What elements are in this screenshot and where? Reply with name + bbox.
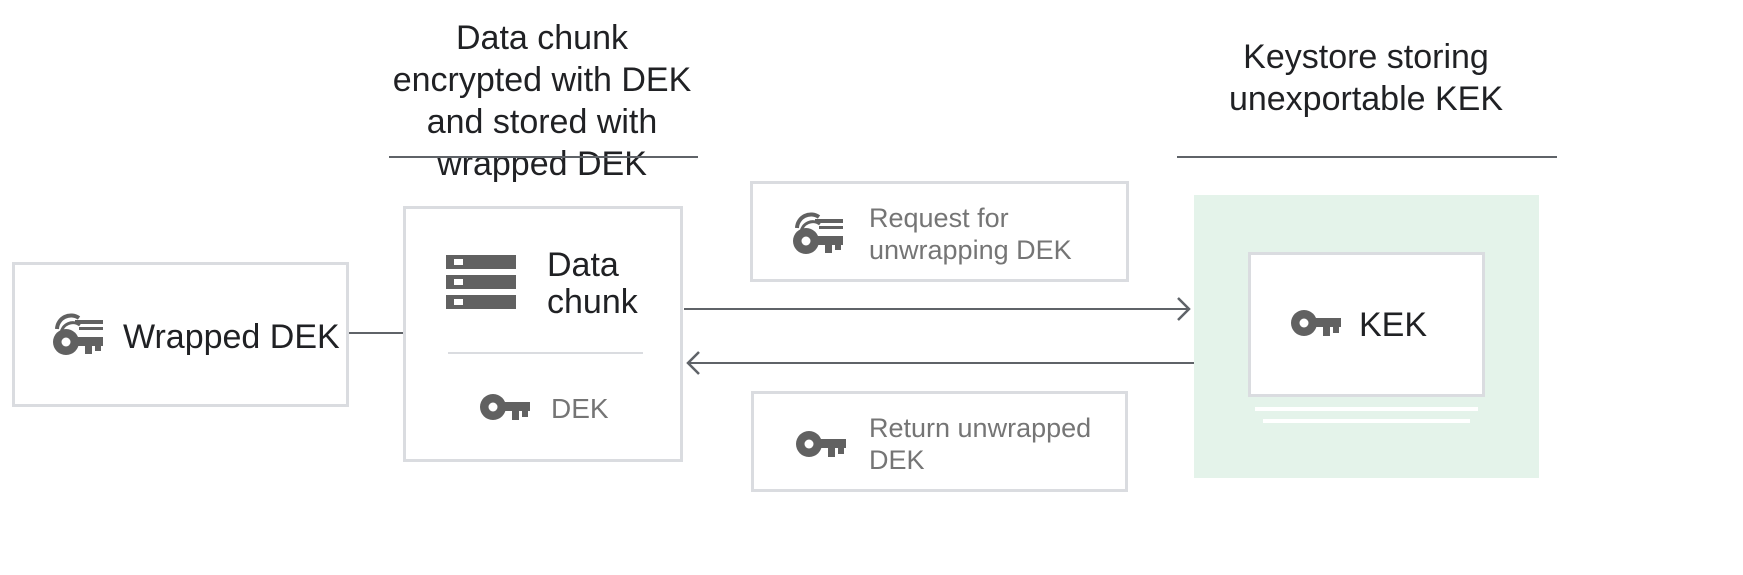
response-label-line1: Return unwrapped [869,413,1092,443]
dek-label: DEK [551,393,609,424]
data-chunk-divider [448,352,643,354]
key-icon [1291,310,1341,338]
kek-label: KEK [1359,306,1428,344]
database-icon [446,255,516,311]
request-box: Request for unwrapping DEK [750,181,1129,282]
response-box: Return unwrapped DEK [751,391,1128,492]
keystore-panel: KEK [1194,195,1539,478]
request-label-line2: unwrapping DEK [869,235,1072,265]
keystore-stack-line-2 [1263,419,1470,423]
request-label-line1: Request for [869,203,1009,233]
arrow-right-icon [1176,297,1192,321]
wrapped-key-icon [793,212,845,254]
data-chunk-box: Data chunk DEK [403,206,683,462]
arrow-left-icon [685,351,701,375]
keystore-heading-rule [1177,156,1557,158]
data-chunk-title-line1: Data [547,246,619,284]
wrapped-dek-box: Wrapped DEK [12,262,349,407]
keystore-stack-line-1 [1255,407,1478,411]
key-icon [796,431,846,459]
wrapped-dek-connector [349,332,404,334]
response-label-line2: DEK [869,445,925,475]
request-arrow-line [684,308,1188,310]
keystore-heading: Keystore storing unexportable KEK [1228,38,1504,118]
wrapped-dek-label: Wrapped DEK [123,318,340,356]
key-icon [480,394,530,422]
wrapped-key-icon [53,313,105,355]
response-arrow-line [688,362,1194,364]
data-chunk-heading-rule [389,156,698,158]
data-chunk-title-line2: chunk [547,283,638,321]
kek-box: KEK [1248,252,1485,397]
data-chunk-heading: Data chunk encrypted with DEK and stored… [392,19,692,183]
